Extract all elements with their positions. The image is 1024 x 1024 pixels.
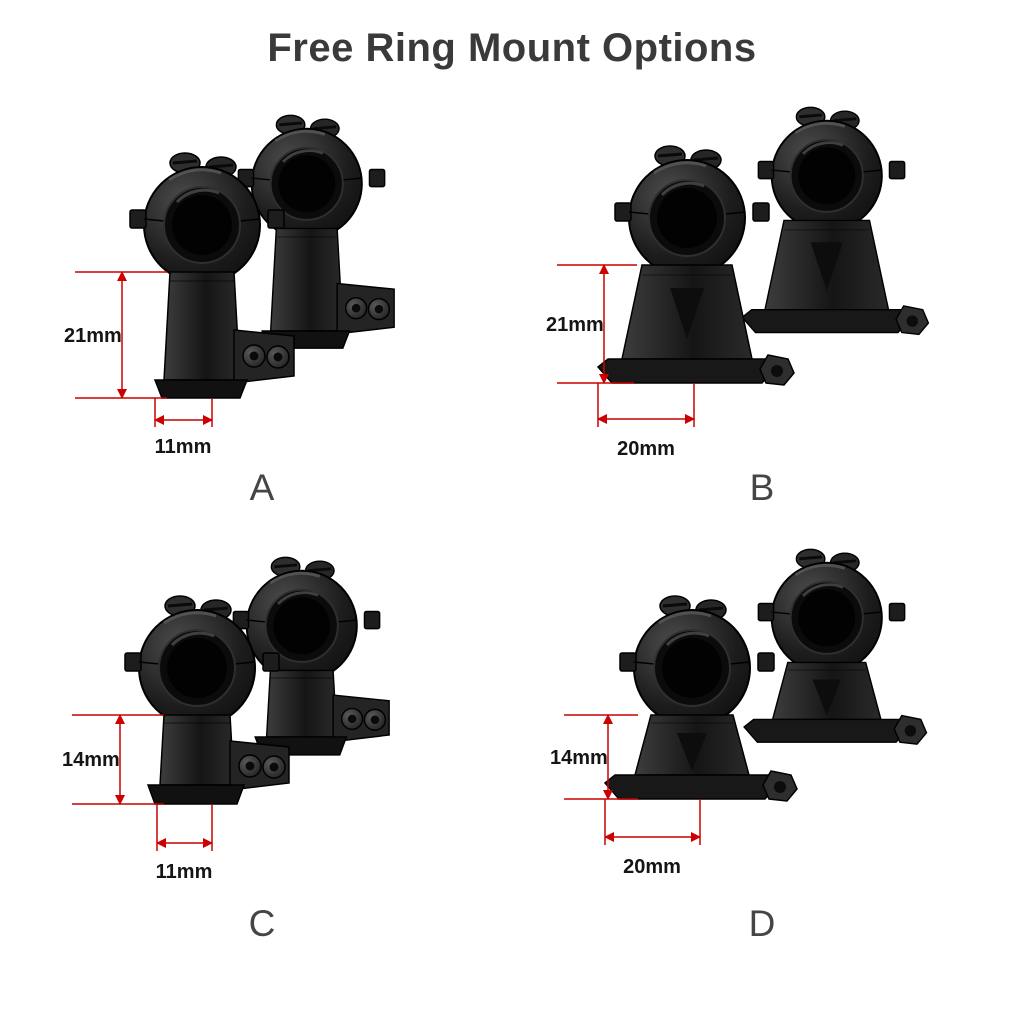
option-c: 14mm 11mm C bbox=[12, 511, 512, 945]
height-label: 14mm bbox=[62, 749, 120, 771]
option-b: 21mm 20mm B bbox=[512, 75, 1012, 509]
height-label: 21mm bbox=[64, 325, 122, 347]
option-d-illustration: 14mm 20mm bbox=[550, 511, 1002, 878]
width-label: 20mm bbox=[623, 856, 681, 878]
height-label: 14mm bbox=[550, 747, 608, 769]
option-a-letter: A bbox=[249, 467, 275, 508]
option-c-illustration: 14mm 11mm bbox=[62, 511, 502, 883]
ring-mount-rear bbox=[238, 115, 394, 348]
width-dimension: 20mm bbox=[604, 799, 701, 878]
ring-mount-rear bbox=[744, 549, 926, 744]
options-grid: 21mm 11mm A 21mm bbox=[0, 75, 1024, 945]
option-a: 21mm 11mm A bbox=[12, 75, 512, 509]
width-dimension: 11mm bbox=[154, 398, 213, 458]
ring-mount-rear bbox=[742, 107, 928, 334]
width-dimension: 20mm bbox=[597, 383, 695, 460]
option-d: 14mm 20mm D bbox=[512, 511, 1012, 945]
height-dimension: 21mm bbox=[546, 264, 637, 384]
height-dimension: 14mm bbox=[62, 714, 164, 805]
option-c-letter: C bbox=[248, 903, 276, 944]
option-d-letter: D bbox=[748, 903, 776, 944]
width-label: 20mm bbox=[617, 438, 675, 460]
width-label: 11mm bbox=[156, 861, 213, 883]
height-label: 21mm bbox=[546, 314, 604, 336]
ring-mount-rear bbox=[233, 557, 389, 755]
height-dimension: 21mm bbox=[64, 271, 167, 399]
ring-mount-front bbox=[605, 596, 797, 801]
height-dimension: 14mm bbox=[550, 714, 638, 800]
page-title: Free Ring Mount Options bbox=[267, 26, 757, 70]
option-b-letter: B bbox=[749, 467, 775, 508]
width-label: 11mm bbox=[155, 436, 212, 458]
option-b-illustration: 21mm 20mm bbox=[546, 75, 1002, 460]
width-dimension: 11mm bbox=[156, 804, 213, 883]
option-a-illustration: 21mm 11mm bbox=[64, 75, 502, 458]
